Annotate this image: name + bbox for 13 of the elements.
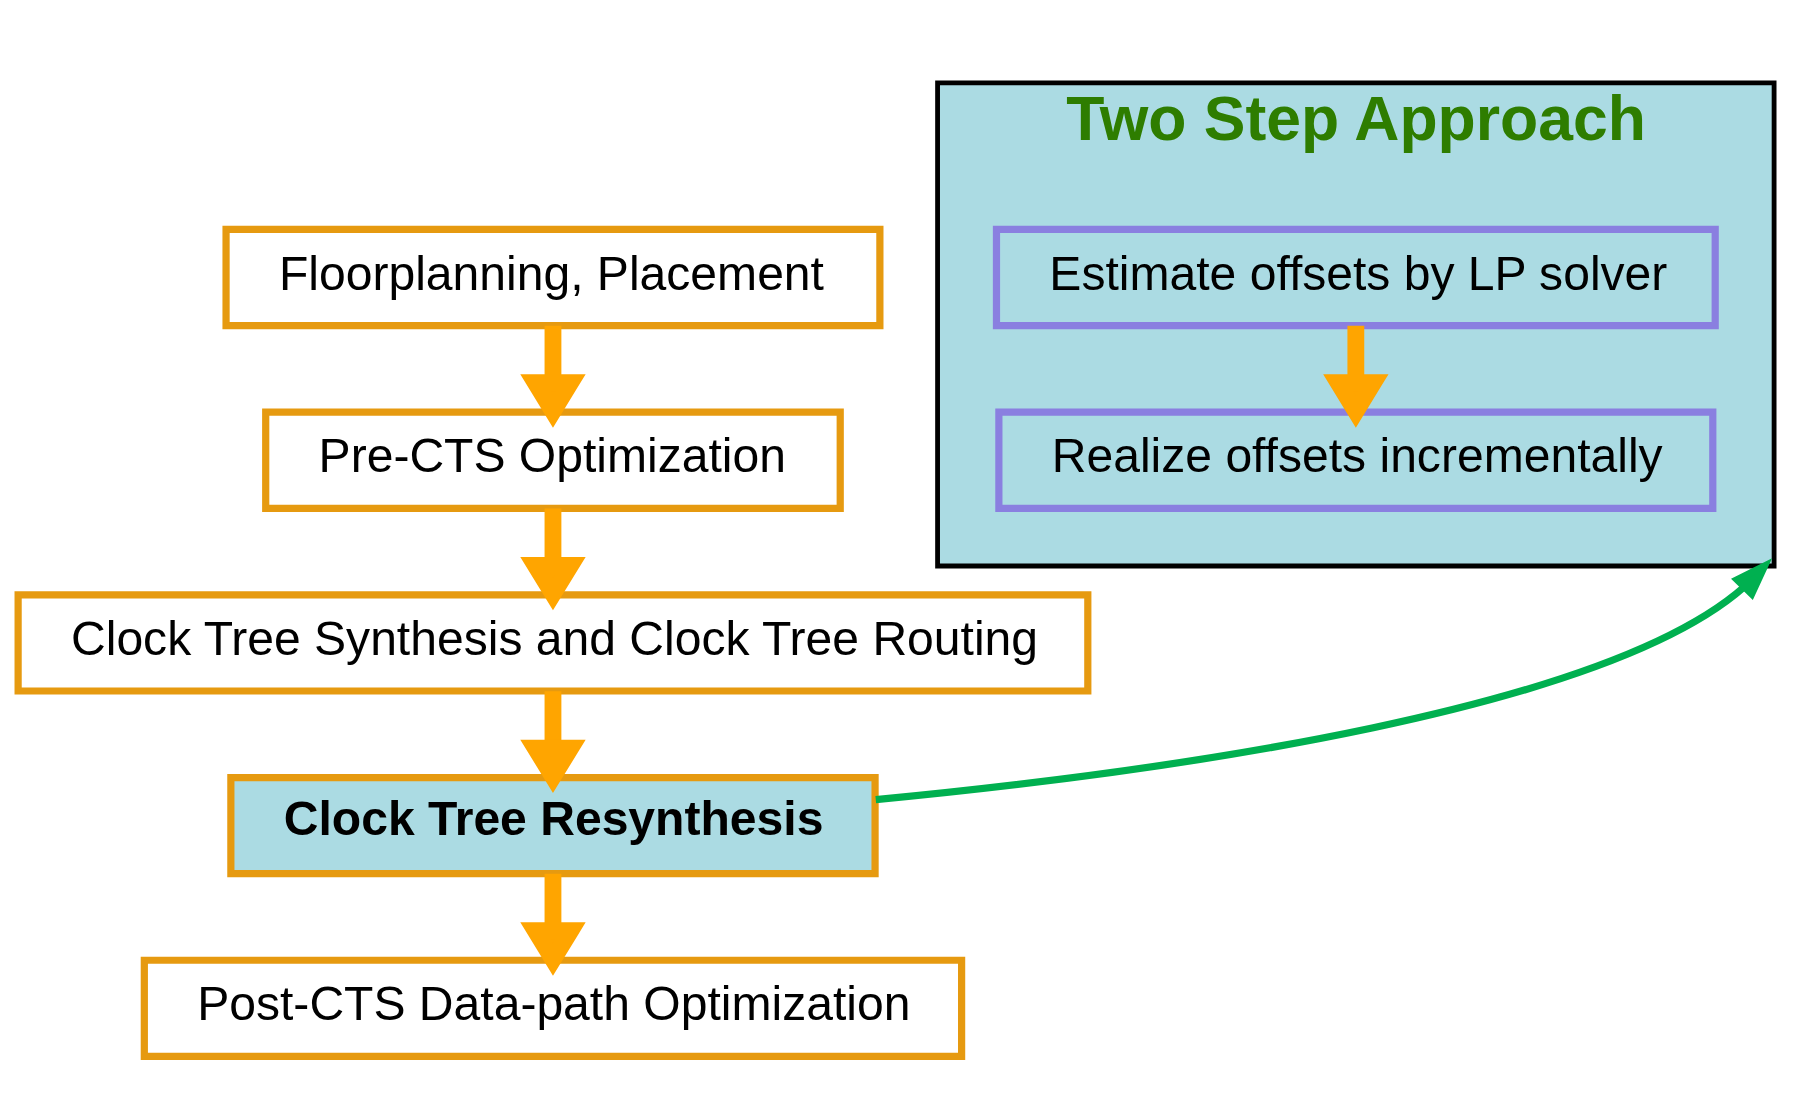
node-box: Realize offsets incrementally [995, 408, 1717, 512]
arrow [520, 690, 586, 793]
arrow [1323, 325, 1389, 428]
node-box: Post-CTS Data-path Optimization [140, 956, 966, 1060]
node-box: Pre-CTS Optimization [262, 408, 844, 512]
node-box: Estimate offsets by LP solver [992, 225, 1719, 329]
arrow [520, 507, 586, 610]
node-box: Clock Tree Synthesis and Clock Tree Routing [14, 590, 1092, 695]
node-box: Clock Tree Resynthesis [227, 773, 879, 877]
arrow [520, 325, 586, 428]
node-box: Floorplanning, Placement [222, 225, 884, 329]
arrow [520, 873, 586, 976]
arrow [875, 557, 1773, 803]
